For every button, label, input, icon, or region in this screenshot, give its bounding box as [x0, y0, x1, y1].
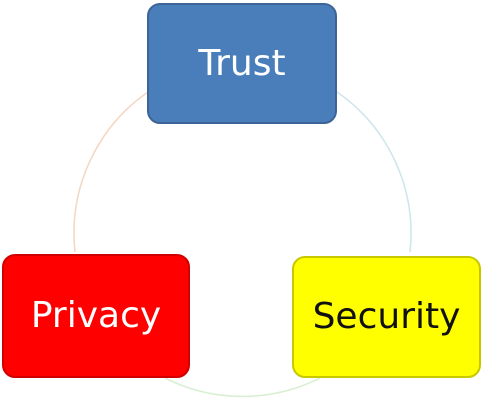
arc-security-to-privacy: [164, 377, 321, 398]
privacy-label: Privacy: [30, 295, 162, 336]
trust-box: Trust: [147, 3, 337, 124]
arc-trust-to-security: [336, 91, 412, 253]
arc-privacy-to-trust: [73, 91, 149, 253]
trust-label: Trust: [198, 42, 286, 84]
security-box: Security: [292, 256, 481, 378]
security-label: Security: [312, 296, 461, 337]
privacy-box: Privacy: [2, 254, 190, 378]
